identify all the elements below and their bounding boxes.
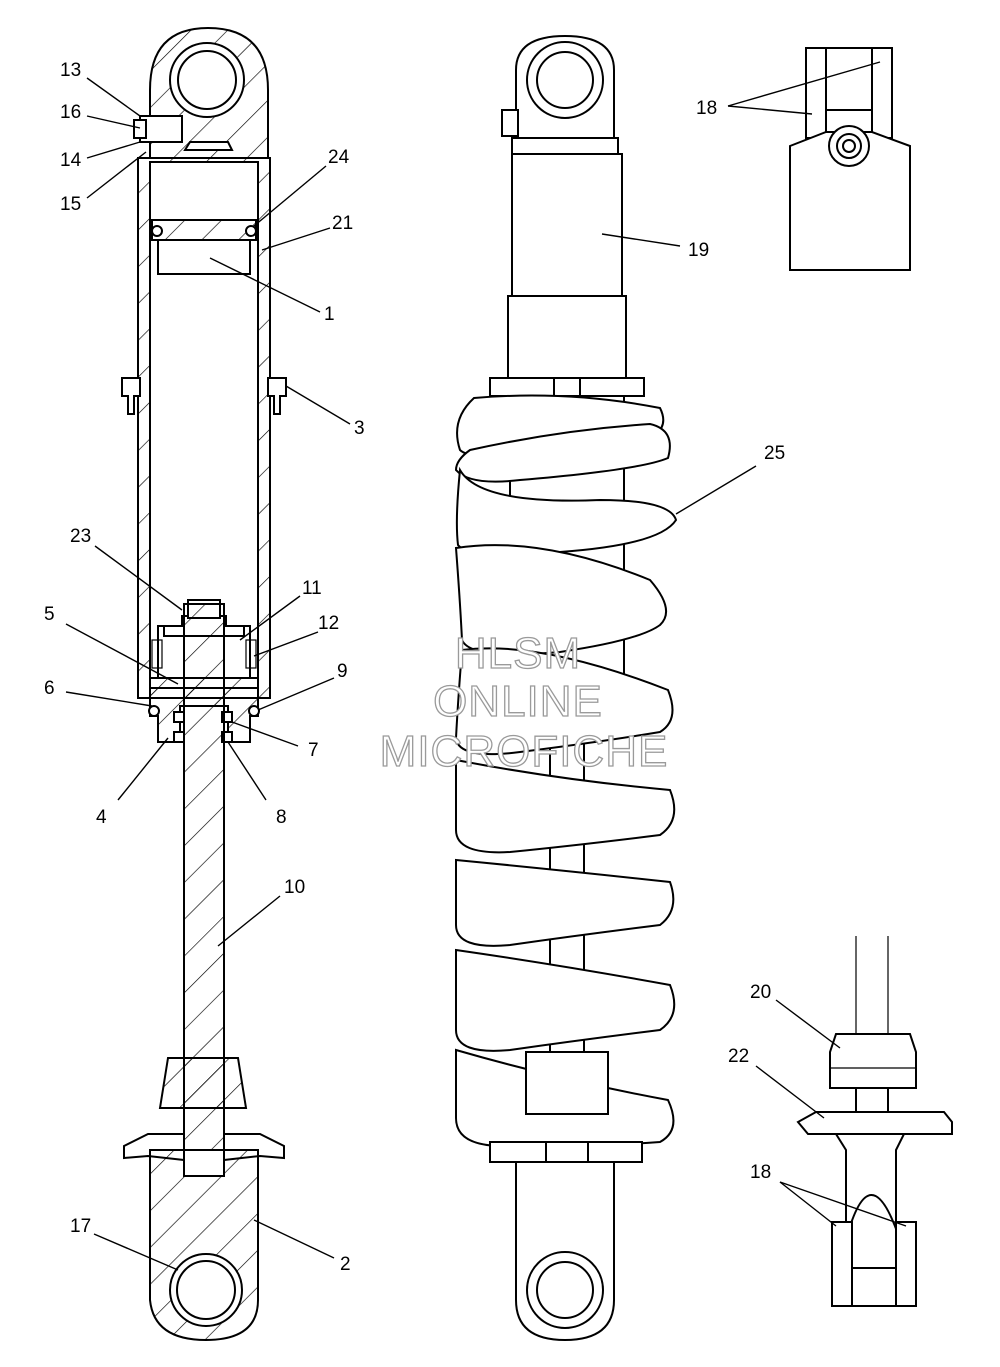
top-eye-bushing-inner — [177, 50, 237, 110]
callout-8: 8 — [276, 807, 287, 828]
callout-9: 9 — [337, 661, 348, 682]
callout-16: 16 — [60, 102, 81, 123]
callout-18-bottom: 18 — [750, 1162, 771, 1183]
watermark-line-3: MICROFICHE — [380, 727, 669, 776]
callout-23: 23 — [70, 526, 91, 547]
leader-lines — [65, 61, 907, 1271]
callout-7: 7 — [308, 740, 319, 761]
assembled-shock — [454, 34, 678, 1342]
callout-4: 4 — [96, 807, 107, 828]
coil-spring — [454, 394, 678, 1148]
callout-18-top: 18 — [696, 98, 717, 119]
callout-12: 12 — [318, 613, 339, 634]
snap-ring-left — [121, 377, 141, 415]
seal-head — [149, 677, 259, 743]
callout-14: 14 — [60, 150, 82, 171]
assembled-bumper — [525, 1051, 609, 1115]
watermark-line-2: ONLINE — [433, 677, 603, 726]
snap-ring-right — [267, 377, 287, 415]
floating-piston — [151, 219, 257, 241]
callout-25: 25 — [764, 443, 785, 464]
callout-24: 24 — [328, 147, 350, 168]
callout-labels: 13 16 14 15 24 21 1 3 23 11 12 5 6 9 7 4… — [44, 60, 785, 1275]
callout-13: 13 — [60, 60, 81, 81]
callout-5: 5 — [44, 604, 55, 625]
assembled-valve — [501, 109, 519, 137]
callout-21: 21 — [332, 213, 353, 234]
bottom-mount-detail — [796, 936, 953, 1307]
callout-1: 1 — [324, 304, 335, 325]
valve-cap — [133, 119, 147, 139]
cutaway-shock — [121, 26, 287, 1342]
bottom-out-bumper — [158, 1057, 248, 1109]
callout-17: 17 — [70, 1216, 91, 1237]
callout-22: 22 — [728, 1046, 749, 1067]
bottom-eye-bushing-inner — [176, 1260, 236, 1320]
callout-11: 11 — [302, 578, 322, 599]
callout-10: 10 — [284, 877, 305, 898]
callout-3: 3 — [354, 418, 365, 439]
callout-20: 20 — [750, 982, 771, 1003]
top-mount-detail — [789, 47, 911, 271]
watermark-line-1: HLSM — [455, 629, 581, 678]
floating-piston-lower — [157, 239, 251, 275]
callout-19: 19 — [688, 240, 709, 261]
shaft-end — [183, 1149, 225, 1177]
watermark: HLSM ONLINE MICROFICHE — [379, 628, 669, 776]
callout-6: 6 — [44, 678, 55, 699]
callout-15: 15 — [60, 194, 81, 215]
callout-2: 2 — [340, 1254, 351, 1275]
assembled-body — [511, 153, 623, 297]
